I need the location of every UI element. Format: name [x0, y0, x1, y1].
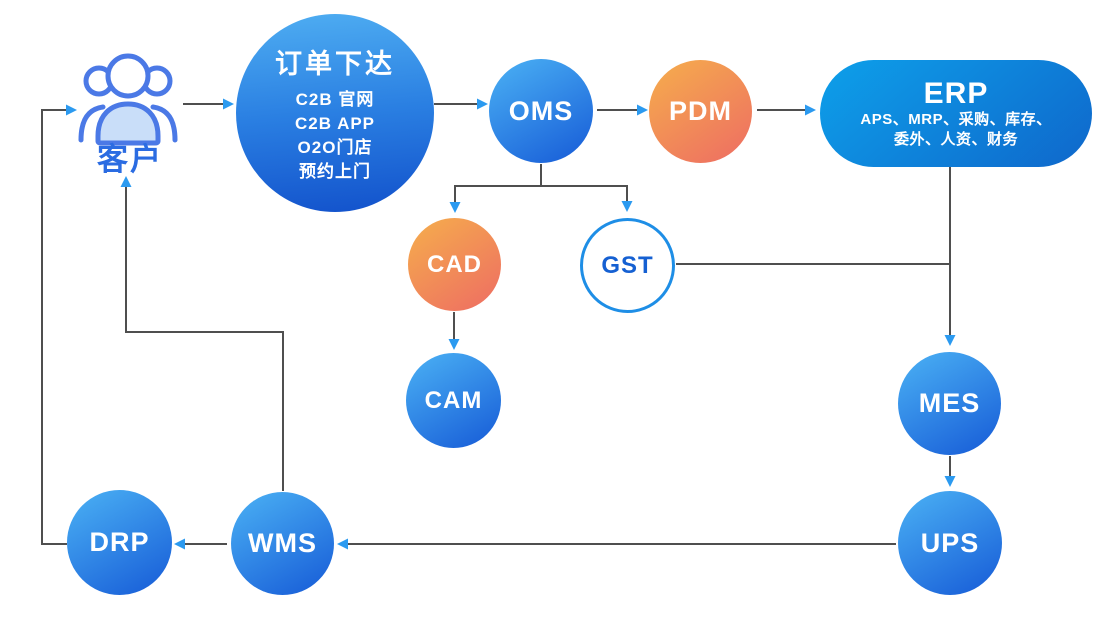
arrowhead-left-icon — [337, 538, 348, 550]
order-title: 订单下达 — [275, 49, 395, 79]
arrowhead-down-icon — [944, 476, 956, 487]
connector-oms-branch — [454, 164, 628, 205]
connector-drp-to-customer — [41, 109, 68, 545]
arrowhead-down-icon — [448, 339, 460, 350]
node-drp: DRP — [67, 490, 172, 595]
node-order-placement: 订单下达 C2B 官网 C2B APP O2O门店 预约上门 — [236, 14, 434, 212]
customer-group-icon — [78, 53, 178, 146]
arrowhead-left-icon — [174, 538, 185, 550]
node-cam: CAM — [406, 353, 501, 448]
order-channel-c2b-app: C2B APP — [294, 114, 376, 133]
order-channel-booking: 预约上门 — [299, 162, 371, 181]
node-oms: OMS — [489, 59, 593, 163]
erp-title: ERP — [923, 76, 989, 110]
arrowhead-up-icon — [120, 176, 132, 187]
arrowhead-down-icon — [449, 202, 461, 213]
arrowhead-down-icon — [944, 335, 956, 346]
node-ups: UPS — [898, 491, 1002, 595]
connector-wms-to-customer — [125, 185, 284, 491]
customer-label: 客户 — [97, 142, 163, 177]
order-channel-o2o-store: O2O门店 — [297, 138, 373, 157]
node-cad: CAD — [408, 218, 501, 311]
node-erp: ERP APS、MRP、采购、库存、 委外、人资、财务 — [820, 60, 1092, 167]
erp-subtitle-line1: APS、MRP、采购、库存、 — [860, 110, 1052, 128]
arrowhead-down-icon — [621, 201, 633, 212]
arrowhead-right-icon — [477, 98, 488, 110]
arrowhead-right-icon — [223, 98, 234, 110]
erp-subtitle-line2: 委外、人资、财务 — [893, 130, 1018, 148]
arrowhead-right-icon — [66, 104, 77, 116]
node-mes: MES — [898, 352, 1001, 455]
node-wms: WMS — [231, 492, 334, 595]
node-gst: GST — [580, 218, 675, 313]
arrowhead-right-icon — [805, 104, 816, 116]
node-pdm: PDM — [649, 60, 752, 163]
arrowhead-right-icon — [637, 104, 648, 116]
order-channel-c2b-web: C2B 官网 — [295, 90, 375, 109]
